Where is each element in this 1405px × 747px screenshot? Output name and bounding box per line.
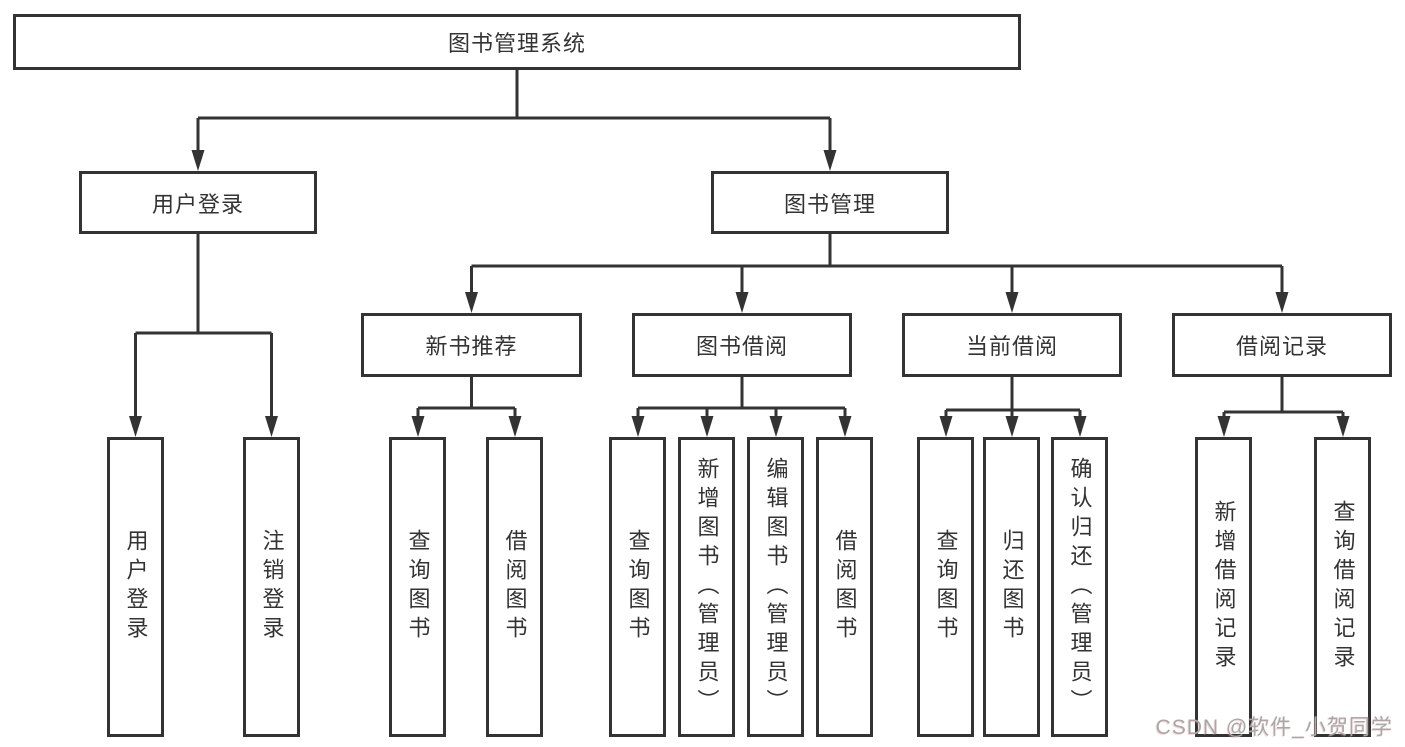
watermark: CSDN @软件_小贺同学 [1155, 716, 1393, 739]
node-borrow-records: 借阅记录 [1172, 313, 1392, 377]
leaf-query-borrow-record: 查询借阅记录 [1314, 437, 1371, 737]
node-book-borrow: 图书借阅 [632, 313, 852, 377]
leaf-logout: 注销登录 [243, 437, 300, 737]
leaf-query-books-current: 查询图书 [917, 437, 974, 737]
leaf-confirm-return-admin: 确认归还（管理员） [1051, 437, 1108, 737]
node-library-system: 图书管理系统 [13, 14, 1021, 70]
leaf-user-login: 用户登录 [107, 437, 164, 737]
leaf-return-books: 归还图书 [983, 437, 1040, 737]
leaf-add-books-admin: 新增图书（管理员） [678, 437, 735, 737]
leaf-borrow-books: 借阅图书 [816, 437, 873, 737]
node-current-borrow: 当前借阅 [902, 313, 1122, 377]
node-user-login: 用户登录 [79, 171, 317, 234]
leaf-query-books-borrow: 查询图书 [609, 437, 666, 737]
node-book-management: 图书管理 [711, 171, 949, 234]
node-new-book-recommend: 新书推荐 [361, 313, 582, 377]
leaf-borrow-books-recommend: 借阅图书 [486, 437, 543, 737]
arrowheads [129, 150, 1350, 437]
leaf-edit-books-admin: 编辑图书（管理员） [747, 437, 804, 737]
leaf-add-borrow-record: 新增借阅记录 [1195, 437, 1252, 737]
leaf-query-books-recommend: 查询图书 [389, 437, 446, 737]
